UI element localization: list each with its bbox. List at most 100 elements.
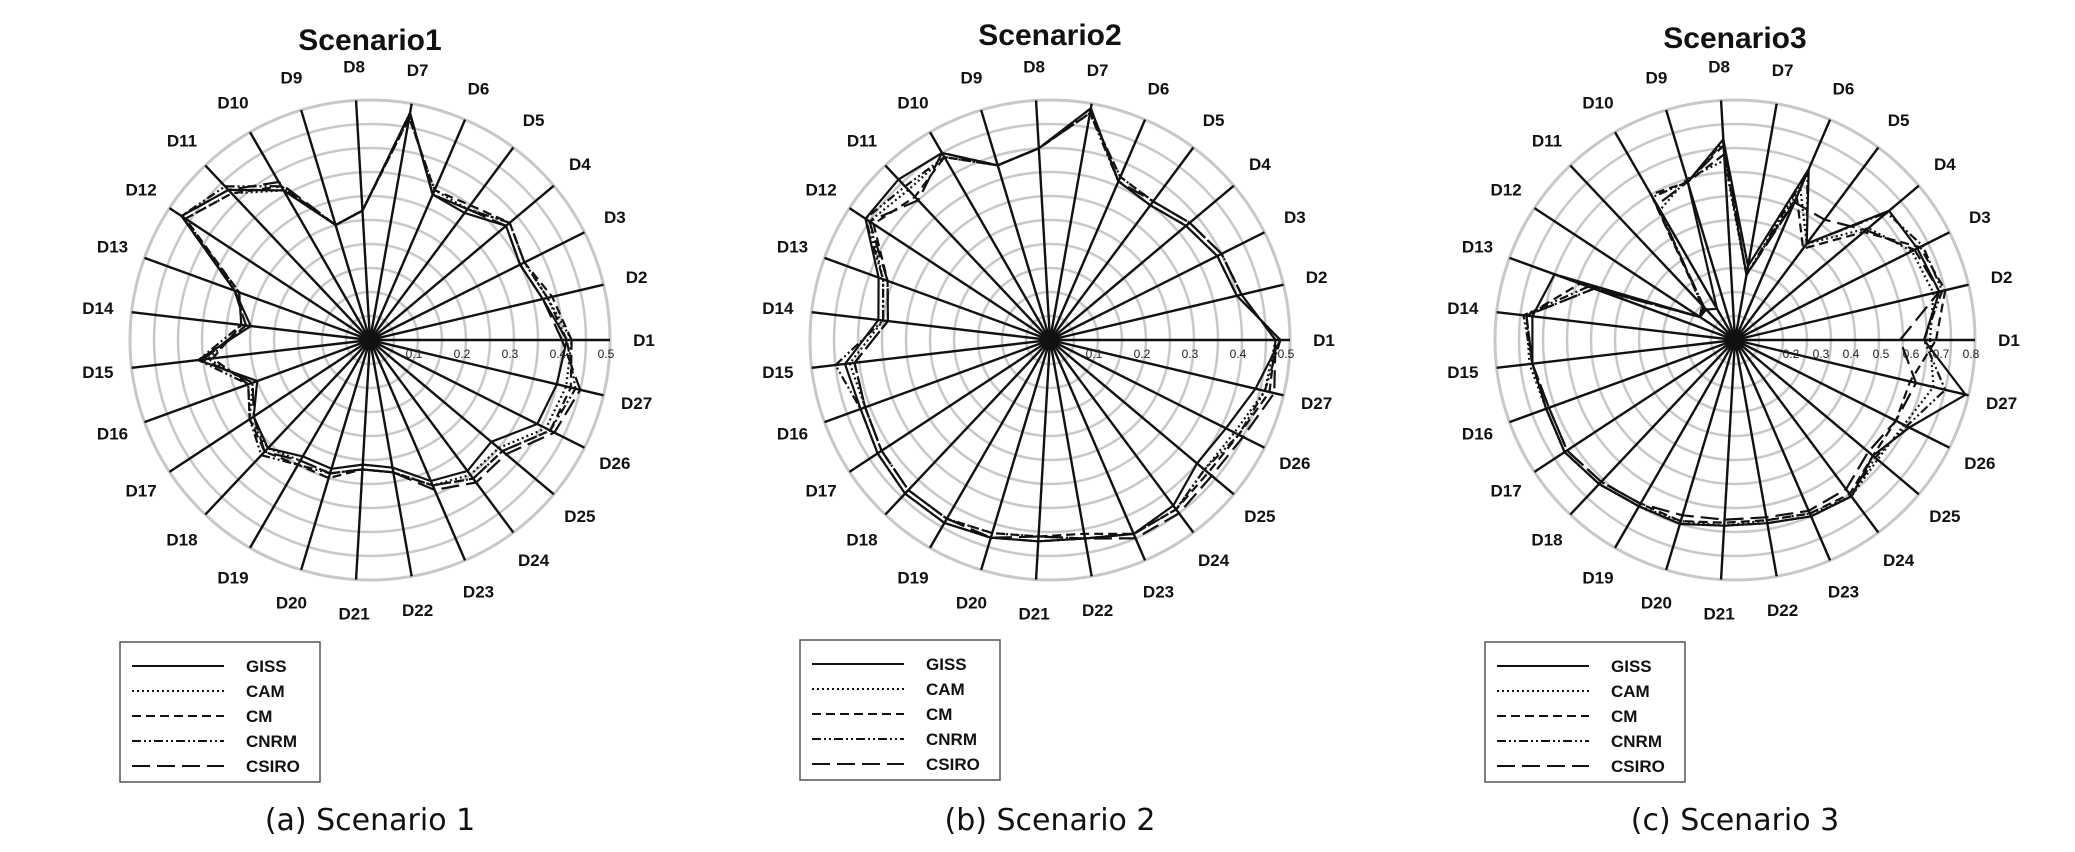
axis-spoke	[1569, 339, 1736, 516]
axis-spoke	[1049, 339, 1235, 496]
axis-label: D17	[805, 482, 836, 501]
axis-label: D17	[1490, 482, 1521, 501]
axis-spoke	[1509, 256, 1736, 342]
axis-spoke	[1613, 339, 1737, 549]
axis-spoke	[1034, 339, 1052, 580]
axis-spoke	[369, 184, 555, 341]
tick-label: 0.3	[1813, 347, 1830, 361]
axis-label: D21	[338, 605, 369, 624]
axis-spoke	[1049, 146, 1195, 341]
axis-spoke	[1734, 338, 1951, 449]
axis-label: D10	[897, 94, 928, 113]
tick-label: 0.3	[502, 347, 519, 361]
legend-label: CSIRO	[1611, 757, 1665, 776]
axis-label: D10	[217, 94, 248, 113]
axis-spoke	[144, 256, 371, 342]
axis-label: D20	[276, 593, 307, 612]
axis-spoke	[168, 207, 371, 342]
axis-label: D19	[217, 568, 248, 587]
axis-spoke	[1665, 109, 1737, 341]
axis-label: D18	[166, 530, 197, 549]
series-line-csiro	[853, 107, 1277, 540]
axis-label: D26	[599, 454, 630, 473]
axis-label: D14	[82, 299, 114, 318]
axis-label: D18	[846, 530, 877, 549]
axis-label: D7	[407, 61, 429, 80]
axis-spoke	[824, 256, 1051, 342]
axis-spoke	[1049, 338, 1266, 449]
axis-spoke	[811, 310, 1051, 342]
legend-label: CNRM	[926, 730, 977, 749]
axis-label: D13	[1462, 237, 1493, 256]
axis-label: D22	[1082, 601, 1113, 620]
axis-label: D6	[468, 79, 490, 98]
axis-spoke	[368, 103, 413, 341]
axis-spoke	[368, 119, 467, 341]
axis-label: D21	[1018, 605, 1049, 624]
legend-label: GISS	[246, 657, 287, 676]
legend-label: CM	[926, 705, 952, 724]
axis-label: D25	[564, 507, 595, 526]
axis-label: D19	[1582, 568, 1613, 587]
axis-spoke	[1734, 283, 1969, 342]
axis-label: D3	[1969, 208, 1991, 227]
axis-spoke	[1496, 338, 1736, 370]
axis-label: D1	[1313, 331, 1335, 350]
axis-label: D16	[97, 425, 128, 444]
axis-spoke	[1049, 338, 1284, 397]
legend-label: CM	[1611, 707, 1637, 726]
axis-label: D21	[1703, 605, 1734, 624]
series-line-csiro	[180, 111, 582, 491]
axis-spoke	[204, 164, 371, 341]
axis-spoke	[1049, 184, 1235, 341]
axis-label: D23	[1143, 583, 1174, 602]
axis-label: D4	[1249, 155, 1271, 174]
axis-label: D6	[1833, 79, 1855, 98]
axis-spoke	[1733, 103, 1778, 341]
axis-label: D24	[518, 551, 550, 570]
axis-spoke	[369, 338, 586, 449]
axis-label: D15	[762, 363, 793, 382]
axis-label: D4	[1934, 155, 1956, 174]
axis-label: D3	[604, 208, 626, 227]
axis-label: D11	[167, 132, 197, 151]
axis-spoke	[369, 146, 515, 341]
tick-label: 0.5	[1278, 347, 1295, 361]
chart-title-2: Scenario2	[978, 19, 1121, 52]
axis-label: D14	[1447, 299, 1479, 318]
series-line-cm	[1525, 153, 1947, 524]
axis-spoke	[369, 339, 515, 534]
axis-label: D15	[1447, 363, 1478, 382]
axis-label: D18	[1531, 530, 1562, 549]
caption-2: (b) Scenario 2	[944, 803, 1155, 838]
axis-spoke	[369, 339, 555, 496]
axis-label: D20	[1641, 593, 1672, 612]
tick-label: 0.2	[1783, 347, 1800, 361]
axis-label: D22	[1767, 601, 1798, 620]
axis-spoke	[1049, 283, 1284, 342]
axis-label: D13	[97, 237, 128, 256]
axis-label: D15	[82, 363, 113, 382]
axis-spoke	[368, 339, 413, 577]
axis-spoke	[1049, 231, 1266, 342]
series-line-cnrm	[1522, 141, 1947, 527]
axis-spoke	[884, 339, 1051, 516]
axis-label: D27	[1301, 394, 1332, 413]
tick-label: 0.5	[598, 347, 615, 361]
caption-3: (c) Scenario 3	[1631, 803, 1839, 838]
axis-label: D16	[1462, 425, 1493, 444]
axis-spoke	[204, 339, 371, 516]
axis-spoke	[1733, 119, 1832, 341]
axis-spoke	[168, 338, 371, 473]
axis-label: D4	[569, 155, 591, 174]
axis-label: D14	[762, 299, 794, 318]
legend-label: CAM	[926, 680, 965, 699]
axis-label: D9	[281, 69, 303, 88]
axis-label: D8	[1708, 57, 1730, 76]
axis-label: D2	[1306, 268, 1328, 287]
axis-label: D5	[523, 111, 545, 130]
